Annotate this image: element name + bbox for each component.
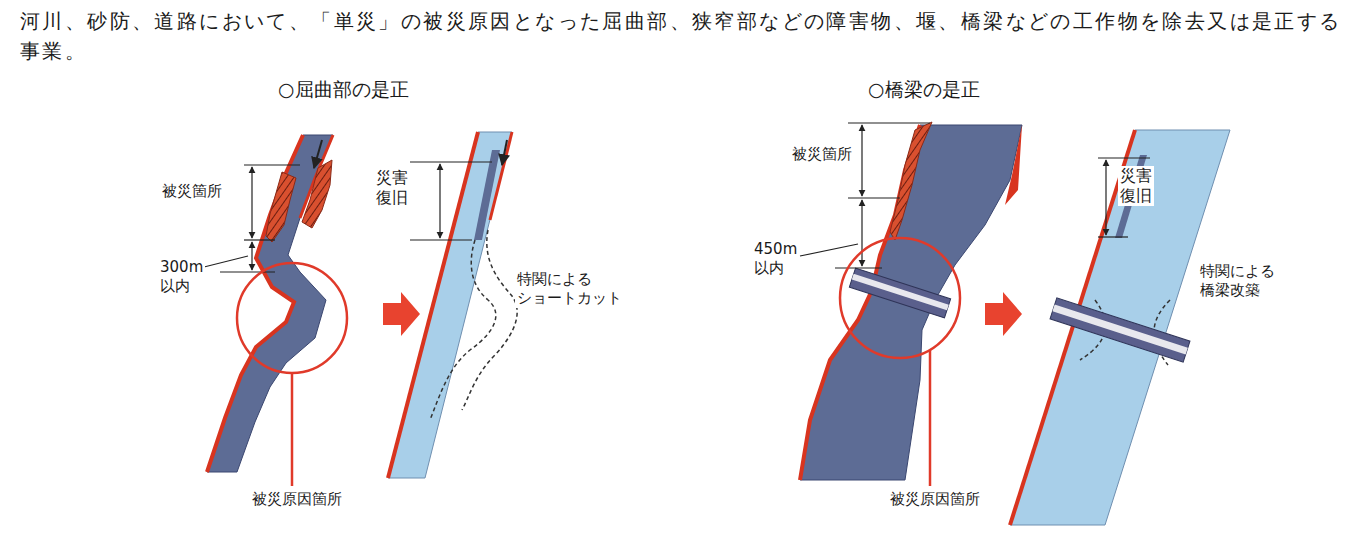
leader-line — [291, 373, 294, 486]
dimension-bracket — [410, 162, 492, 240]
cause-circle — [237, 263, 347, 373]
river-before-bridge — [800, 122, 1022, 480]
cause-label: 被災原因箇所 — [250, 490, 344, 509]
rebuild-label: 特関による 橋梁改築 — [1198, 262, 1277, 300]
river-before-bend — [207, 135, 333, 472]
heading: ○橋梁の是正 — [868, 78, 980, 102]
restore-label: 災害 復旧 — [1118, 166, 1154, 206]
big-arrow — [383, 292, 420, 336]
damage-label: 被災箇所 — [790, 145, 854, 164]
big-arrow — [985, 292, 1022, 336]
distance-label: 450m 以内 — [752, 240, 799, 278]
heading: ○屈曲部の是正 — [278, 78, 409, 102]
river-after-bridge — [1010, 130, 1230, 525]
title: 河川、砂防、道路において、「単災」の被災原因となった屈曲部、狭窄部などの障害物、… — [20, 6, 1350, 66]
shortcut-label: 特関による ショートカット — [515, 270, 624, 308]
restore-label: 災害 復旧 — [374, 168, 410, 208]
leader-line — [929, 350, 932, 486]
damage-label: 被災箇所 — [160, 182, 224, 201]
cause-circle — [840, 238, 960, 358]
distance-label: 300m 以内 — [158, 258, 205, 296]
cause-label: 被災原因箇所 — [888, 490, 982, 509]
